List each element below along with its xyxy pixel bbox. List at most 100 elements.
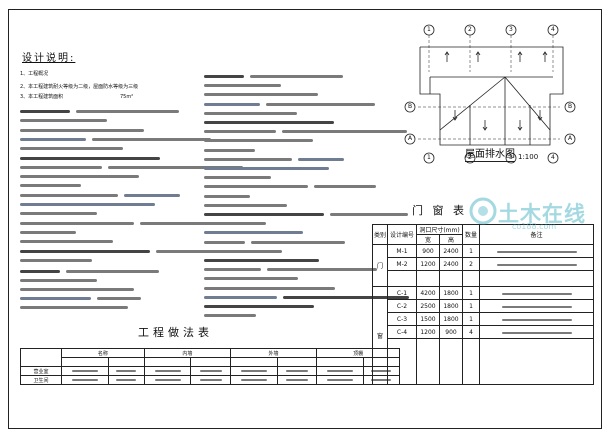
dw-height: 900 — [439, 325, 463, 339]
note-text-line — [330, 213, 408, 216]
note-text-line — [92, 137, 211, 141]
note-text-line — [156, 249, 244, 253]
note-text-line — [282, 130, 407, 134]
note-text-line — [20, 137, 86, 141]
practice-col-group-2: 内墙 — [143, 348, 231, 358]
practice-table-title: 工程做法表 — [138, 326, 213, 339]
dw-code: M-1 — [387, 244, 417, 258]
note-text-line — [204, 295, 277, 299]
dw-width: 900 — [416, 244, 440, 258]
axis-bubble-label: B — [408, 103, 413, 110]
dw-width: 1200 — [416, 325, 440, 339]
note-text-line — [251, 240, 345, 244]
note-text-line — [108, 165, 243, 169]
note-text-line — [204, 75, 244, 78]
note-text-line — [204, 167, 329, 170]
note-text-line — [266, 102, 375, 106]
axis-bubble-label: 4 — [551, 154, 555, 161]
notes-line-3: 3、本工程建筑面积 — [20, 94, 64, 100]
dw-code: C-3 — [387, 312, 417, 326]
note-text-line — [204, 213, 324, 216]
roof-plan-scale: 1:100 — [518, 153, 539, 161]
dw-width: 4200 — [416, 286, 440, 300]
note-text-line — [204, 277, 298, 281]
dw-header-count: 数量 — [462, 224, 480, 245]
note-text-line — [314, 185, 376, 189]
notes-line-1: 1、工程概况 — [20, 71, 49, 77]
dw-group-door: 门 — [372, 244, 388, 287]
note-text-line — [204, 305, 314, 308]
note-text-line — [204, 268, 261, 272]
note-text-line — [76, 110, 179, 113]
dw-code: C-1 — [387, 286, 417, 300]
axis-bubble-label: 4 — [551, 26, 555, 33]
roof-plan-title: 屋面排水图 — [465, 149, 515, 162]
dw-width: 1200 — [416, 257, 440, 271]
note-text-line — [204, 259, 319, 262]
axis-bubble-label: 2 — [468, 26, 472, 33]
note-text-line — [204, 231, 303, 235]
note-text-line — [20, 212, 97, 216]
axis-bubble-label: A — [568, 135, 573, 142]
axis-bubble-label: 1 — [427, 154, 431, 161]
note-text-line — [124, 193, 180, 197]
note-text-line — [97, 297, 141, 300]
note-text-line — [20, 249, 150, 253]
axis-bubble-label: 2 — [468, 154, 472, 161]
note-text-line — [204, 240, 245, 244]
practice-col-group-3: 外墙 — [229, 348, 318, 358]
dw-height: 1800 — [439, 286, 463, 300]
note-text-line — [140, 221, 212, 225]
dw-header-width: 宽 — [416, 234, 440, 245]
roof-plan-drawing — [404, 24, 576, 164]
dw-code: C-2 — [387, 299, 417, 313]
note-text-line — [20, 221, 134, 225]
note-text-line — [204, 194, 250, 198]
axis-bubble-label: B — [568, 103, 573, 110]
axis-bubble-label: 3 — [509, 154, 513, 161]
practice-table: 名称 内墙 外墙 顶棚 营业室 卫生间 — [20, 348, 401, 385]
axis-bubble-label: A — [408, 135, 413, 142]
watermark-logo-icon — [469, 197, 497, 225]
note-text-line — [20, 270, 60, 273]
note-text-line — [204, 222, 266, 226]
dw-header-type: 类别 — [372, 224, 388, 245]
note-text-line — [204, 121, 334, 124]
dw-group-window: 窗 — [372, 286, 388, 385]
notes-area-unit: 75m² — [120, 94, 134, 100]
note-text-line — [204, 93, 318, 97]
note-text-line — [66, 270, 159, 273]
note-text-line — [20, 147, 123, 151]
note-text-line — [204, 314, 256, 318]
axis-bubble-label: 3 — [509, 26, 513, 33]
notes-line-2: 2、本工程建筑耐火等级为二级，屋面防水等级为三级 — [20, 84, 139, 90]
note-text-line — [283, 295, 409, 299]
door-window-table: 类别 设计编号 洞口尺寸(mm) 数量 备注 宽 高 门 M-1 900 240… — [372, 224, 594, 385]
note-text-line — [20, 240, 113, 244]
note-text-line — [204, 139, 313, 143]
dw-header-code: 设计编号 — [387, 224, 417, 245]
note-text-line — [20, 175, 139, 179]
note-text-line — [20, 279, 97, 282]
note-text-line — [20, 306, 128, 309]
dw-count: 4 — [462, 325, 480, 339]
drawing-frame — [8, 9, 602, 429]
note-text-line — [20, 193, 118, 197]
note-text-line — [204, 102, 260, 106]
watermark-logo-text: 土木在线 — [498, 202, 586, 226]
practice-row-label-2: 卫生间 — [20, 375, 62, 385]
dw-height: 2400 — [439, 244, 463, 258]
practice-row-label-1: 营业室 — [20, 366, 62, 376]
note-text-line — [20, 258, 92, 262]
dw-count: 2 — [462, 257, 480, 271]
dw-header-size: 洞口尺寸(mm) — [416, 224, 463, 235]
note-text-line — [20, 288, 134, 291]
dw-height: 1800 — [439, 299, 463, 313]
note-text-line — [204, 185, 308, 189]
dw-header-height: 高 — [439, 234, 463, 245]
note-text-line — [20, 184, 81, 188]
note-text-line — [20, 156, 160, 160]
practice-col-group-1: 名称 — [61, 348, 145, 358]
dw-height: 1800 — [439, 312, 463, 326]
axis-bubble-label: 1 — [427, 26, 431, 33]
